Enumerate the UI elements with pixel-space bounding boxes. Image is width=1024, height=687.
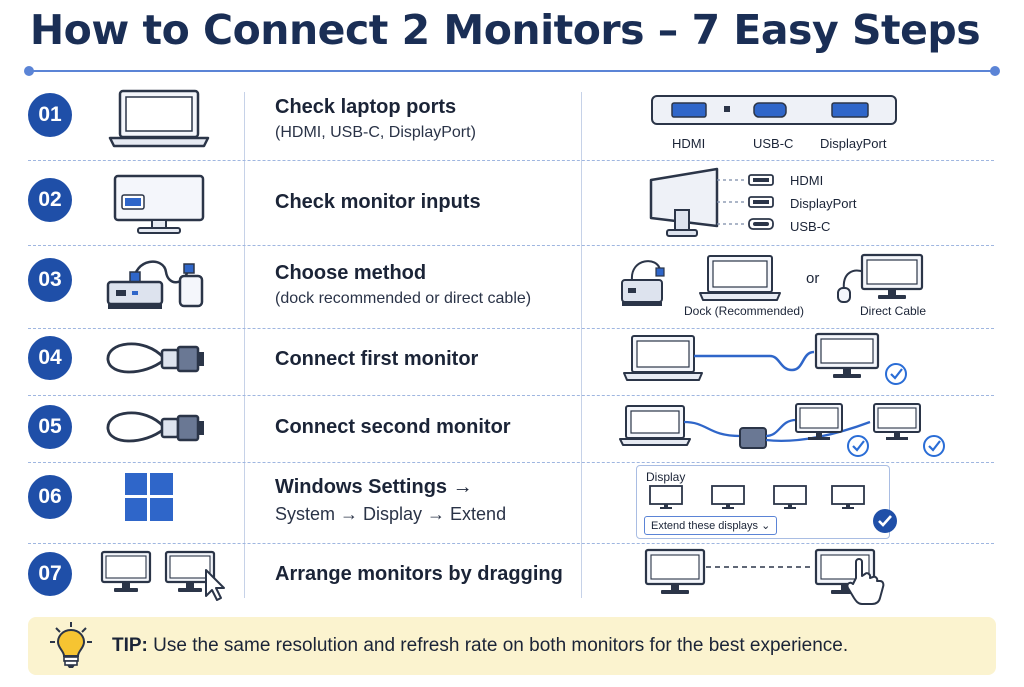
tip-label: TIP:	[112, 635, 148, 656]
step-number-badge: 04	[28, 336, 72, 380]
divider-dot-left	[24, 66, 34, 76]
display-arrangement-icon	[649, 485, 865, 509]
connect-second-monitor-icon	[619, 403, 945, 457]
title-divider	[28, 70, 995, 72]
dock-method-icon	[621, 255, 781, 306]
or-label: or	[806, 270, 820, 287]
tip-banner	[28, 617, 996, 675]
step-heading: Choose method	[275, 262, 427, 284]
step-number-badge: 02	[28, 178, 72, 222]
extend-displays-dropdown[interactable]: Extend these displays ⌄	[644, 516, 778, 535]
step-heading: Check monitor inputs	[275, 191, 481, 213]
checkmark-icon	[873, 509, 897, 533]
connect-first-monitor-icon	[623, 332, 907, 385]
step-number-badge: 01	[28, 93, 72, 137]
step-number-badge: 06	[28, 475, 72, 519]
page-title: How to Connect 2 Monitors – 7 Easy Steps	[29, 6, 981, 54]
dock-and-phone-icon	[106, 260, 204, 309]
cable-icon	[106, 411, 204, 443]
drag-arrange-monitors-icon	[644, 548, 885, 605]
step-subtext: System → Display → Extend	[275, 504, 507, 524]
laptop-side-ports-icon	[651, 95, 897, 125]
direct-cable-label: Direct Cable	[860, 304, 927, 318]
input-label-hdmi: HDMI	[790, 173, 824, 188]
step-subtext: (HDMI, USB-C, DisplayPort)	[275, 124, 476, 141]
row-separator	[28, 160, 994, 161]
cable-icon	[106, 342, 204, 374]
column-divider-right	[581, 92, 582, 598]
tip-text: TIP: Use the same resolution and refresh…	[112, 635, 848, 657]
port-label-displayport: DisplayPort	[820, 136, 887, 151]
row-separator	[28, 328, 994, 329]
tip-message: Use the same resolution and refresh rate…	[147, 635, 849, 656]
direct-cable-monitor-icon	[837, 253, 924, 303]
row-separator	[28, 462, 994, 463]
monitor-icon	[113, 174, 205, 234]
step-heading: Arrange monitors by dragging	[275, 563, 563, 585]
divider-dot-right	[990, 66, 1000, 76]
row-separator	[28, 395, 994, 396]
step-number-badge: 05	[28, 405, 72, 449]
input-label-usbc: USB-C	[790, 219, 831, 234]
column-divider-left	[244, 92, 245, 598]
row-separator	[28, 245, 994, 246]
port-label-hdmi: HDMI	[672, 136, 706, 151]
step-number-badge: 07	[28, 552, 72, 596]
laptop-icon	[108, 89, 210, 148]
display-panel-title: Display	[646, 470, 686, 484]
step-heading: Windows Settings →	[275, 476, 473, 498]
step-heading: Connect second monitor	[275, 416, 511, 438]
input-label-displayport: DisplayPort	[790, 196, 857, 211]
row-separator	[28, 543, 994, 544]
step-number-badge: 03	[28, 258, 72, 302]
dock-recommended-label: Dock (Recommended)	[684, 304, 805, 318]
windows-logo-icon	[125, 473, 173, 521]
monitor-back-inputs-icon	[649, 167, 774, 237]
lightbulb-icon	[50, 622, 92, 668]
step-heading: Check laptop ports	[275, 96, 457, 118]
step-heading: Connect first monitor	[275, 348, 479, 370]
two-monitors-cursor-icon	[100, 550, 225, 601]
port-label-usbc: USB-C	[753, 136, 794, 151]
step-subtext: (dock recommended or direct cable)	[275, 290, 532, 307]
